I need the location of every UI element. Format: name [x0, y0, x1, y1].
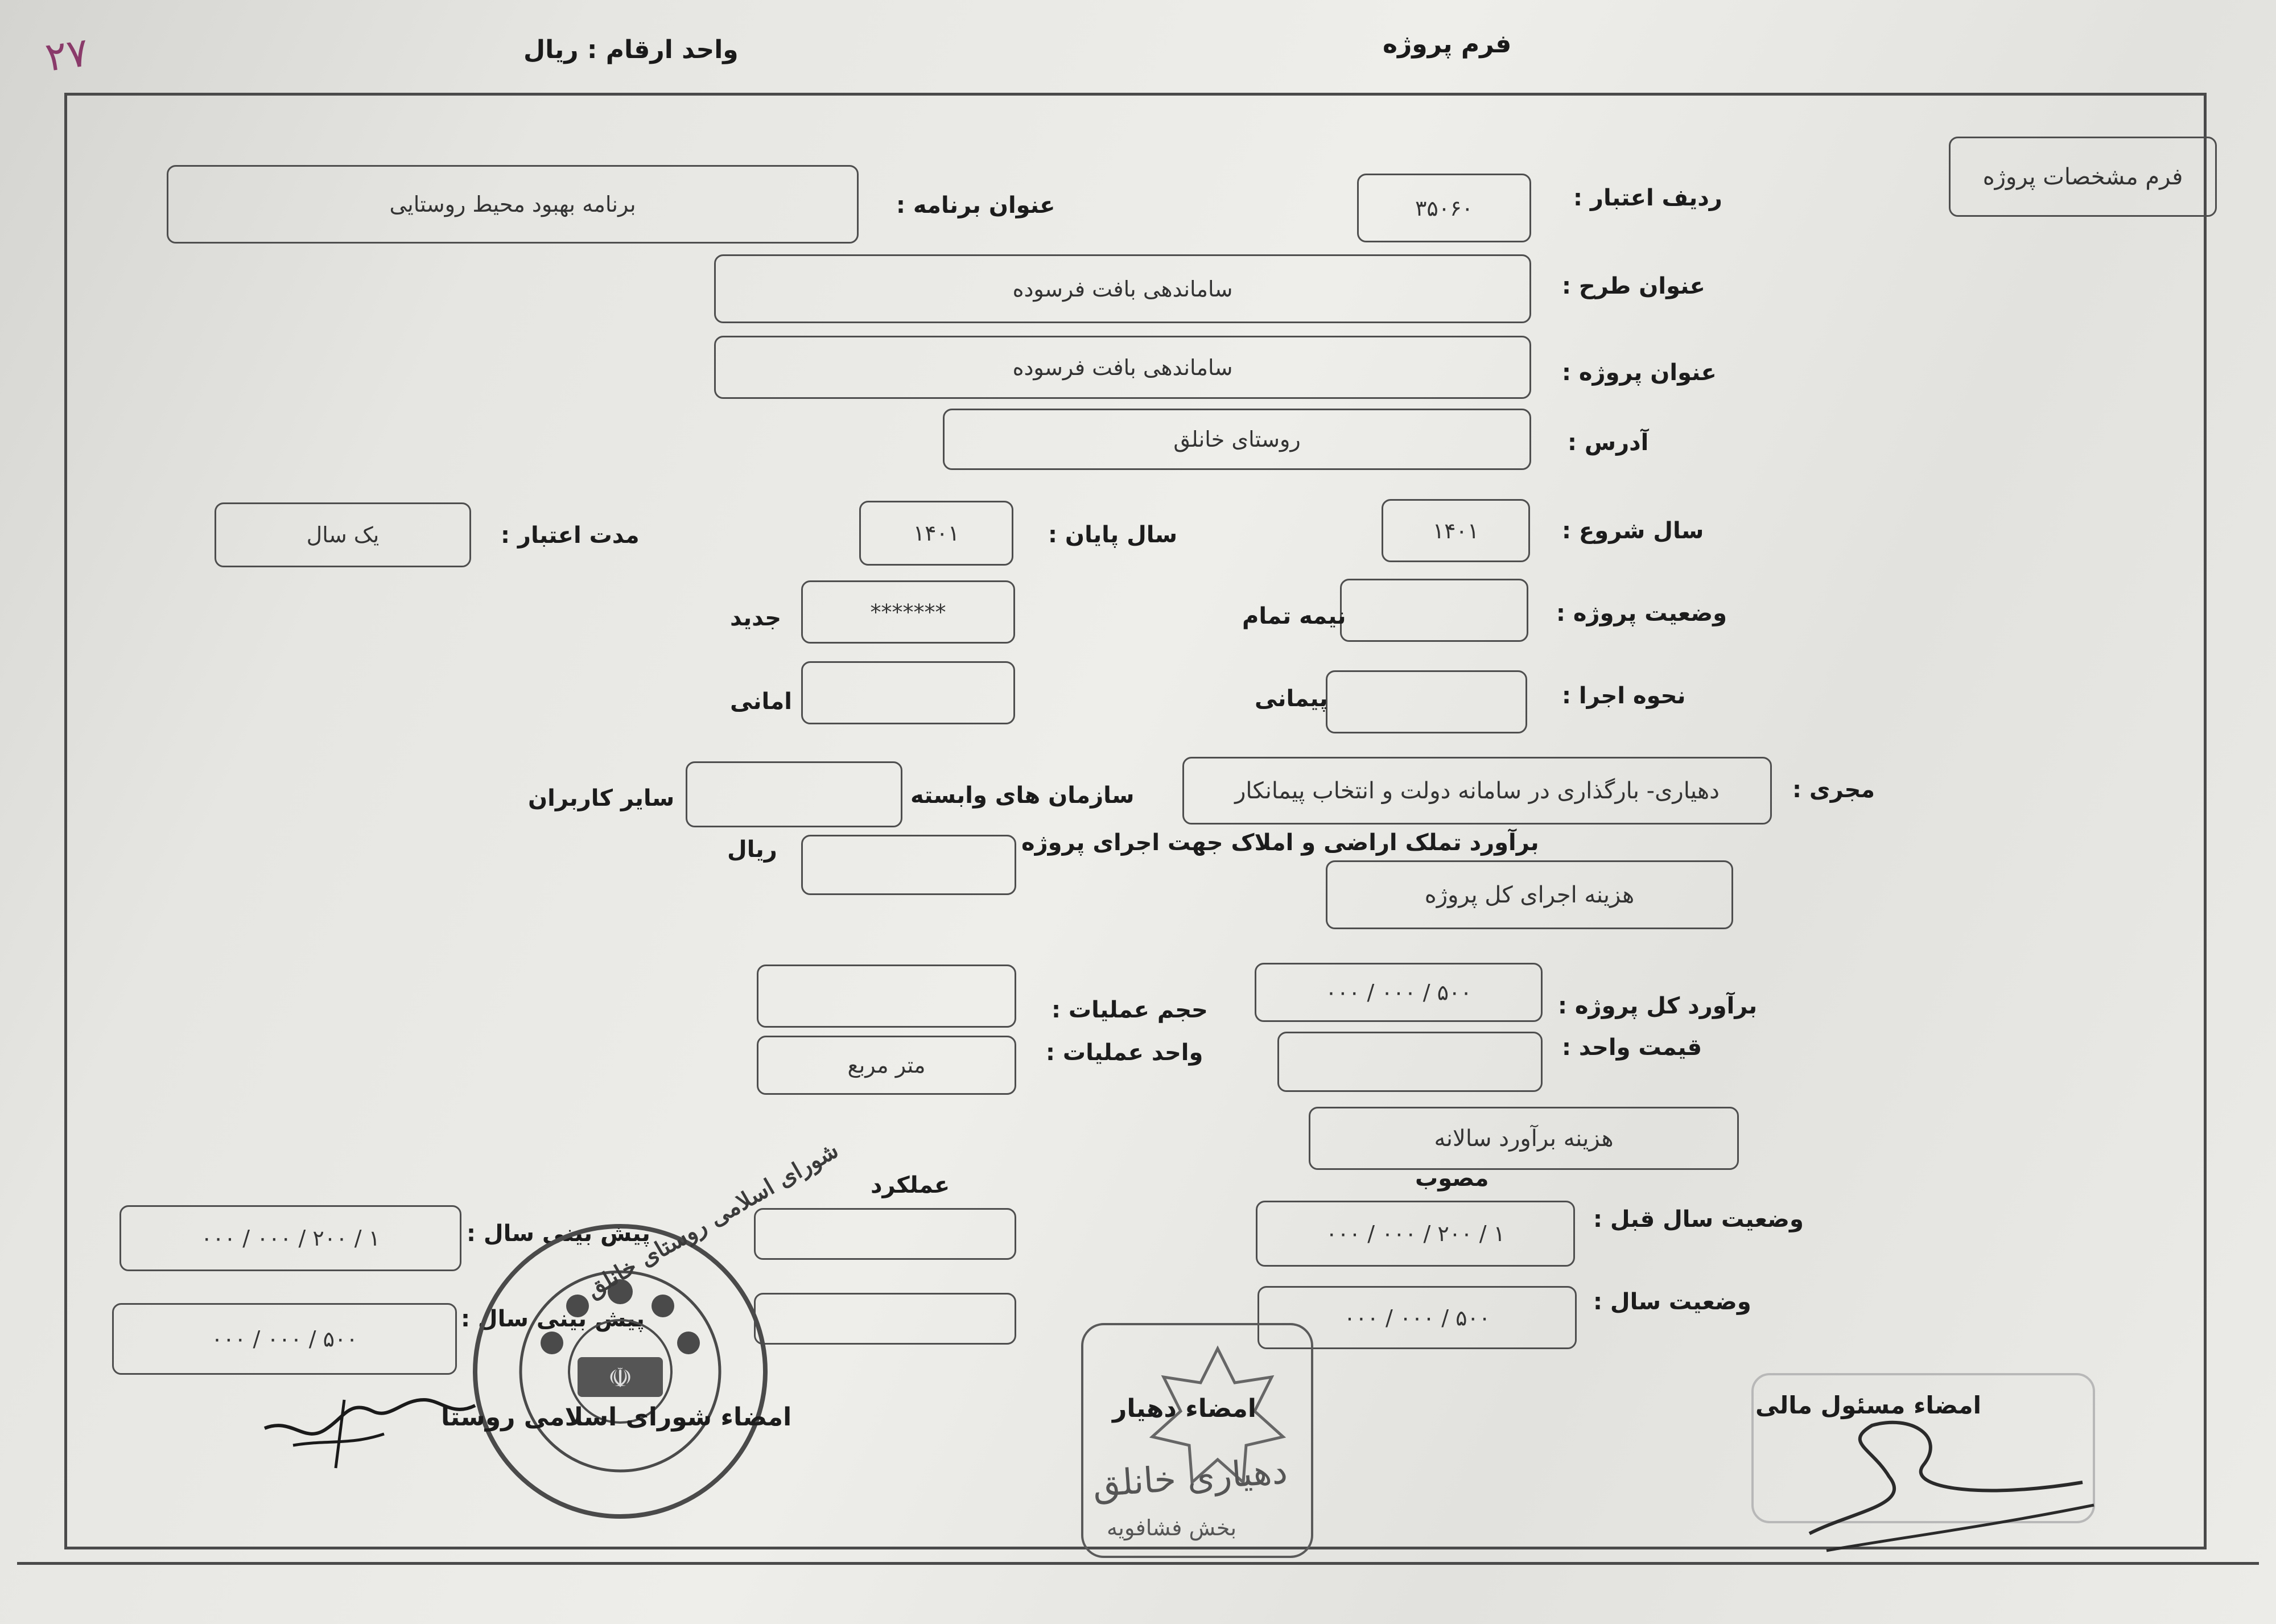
operation-unit-label: واحد عملیات :: [1046, 1040, 1203, 1066]
council-signature: [263, 1398, 476, 1469]
operation-unit-field[interactable]: متر مربع: [757, 1036, 1016, 1095]
form-border: [64, 93, 2207, 1549]
start-year-label: سال شروع :: [1562, 518, 1704, 544]
project-status-label: وضعیت پروژه :: [1556, 600, 1727, 626]
unit-price-field[interactable]: [1277, 1032, 1543, 1092]
dehyar-signature-label: امضاء دهیار: [1112, 1394, 1256, 1423]
approved-column-label: مصوب: [1415, 1165, 1489, 1192]
address-label: آدرس :: [1568, 430, 1649, 456]
prev-year-approved-field[interactable]: ۱ / ۲۰۰ / ۰۰۰ / ۰۰۰: [1256, 1201, 1575, 1267]
rial-label: ریال: [727, 836, 777, 863]
form-badge: فرم مشخصات پروژه: [1949, 137, 2217, 217]
prev-year-performance-field[interactable]: [754, 1208, 1016, 1260]
half-done-label: نیمه تمام: [1242, 603, 1346, 629]
unit-price-label: قیمت واحد :: [1562, 1034, 1702, 1061]
land-estimate-field[interactable]: [801, 835, 1016, 895]
end-year-field[interactable]: ۱۴۰۱: [859, 501, 1013, 566]
page-annotation: ۲۷: [42, 28, 92, 81]
form-title: فرم پروژه: [1383, 30, 1512, 59]
dehyar-stamp-district: بخش فشافویه: [1107, 1515, 1237, 1540]
execution-method-label: نحوه اجرا :: [1562, 683, 1686, 709]
land-estimate-label: برآورد تملک اراضی و املاک جهت اجرای پروژ…: [1021, 830, 1539, 856]
prev-year-status-label: وضعیت سال قبل :: [1593, 1206, 1804, 1233]
forecast-year-field-2[interactable]: ۵۰۰ / ۰۰۰ / ۰۰۰: [112, 1303, 457, 1375]
operation-volume-field[interactable]: [757, 964, 1016, 1028]
unit-label: واحد ارقام : ریال: [523, 35, 739, 64]
finance-officer-signature-label: امضاء مسئول مالی: [1755, 1391, 1981, 1419]
other-users-label: سایر کاربران: [528, 785, 675, 811]
operation-volume-label: حجم عملیات :: [1052, 997, 1208, 1023]
affiliated-orgs-label: سازمان های وابسته: [910, 782, 1135, 809]
council-signature-label: امضاء شورای اسلامی روستا: [441, 1403, 792, 1432]
credit-duration-label: مدت اعتبار :: [501, 522, 640, 549]
year-performance-field[interactable]: [754, 1293, 1016, 1345]
end-year-label: سال پایان :: [1048, 522, 1178, 548]
new-checkbox[interactable]: *******: [801, 580, 1015, 644]
start-year-field[interactable]: ۱۴۰۱: [1382, 499, 1530, 562]
executor-label: مجری :: [1792, 777, 1875, 803]
program-title-field[interactable]: برنامه بهبود محیط روستایی: [167, 165, 859, 244]
total-cost-heading: هزینه اجرای کل پروژه: [1326, 860, 1733, 929]
contract-label: پیمانی: [1255, 686, 1328, 712]
new-label: جدید: [730, 605, 782, 631]
total-estimate-field[interactable]: ۵۰۰ / ۰۰۰ / ۰۰۰: [1255, 963, 1543, 1022]
annual-estimate-heading: هزینه برآورد سالانه: [1309, 1107, 1739, 1170]
finance-officer-signature: [1751, 1373, 2095, 1552]
project-title-field[interactable]: ساماندهی بافت فرسوده: [714, 336, 1531, 399]
total-estimate-label: برآورد کل پروژه :: [1558, 993, 1758, 1019]
credit-duration-field[interactable]: یک سال: [215, 502, 471, 567]
performance-column-label: عملکرد: [871, 1172, 950, 1198]
trust-checkbox[interactable]: [801, 661, 1015, 724]
plan-title-label: عنوان طرح :: [1562, 273, 1705, 299]
dehyar-stamp: [1081, 1323, 1313, 1558]
forecast-year-field[interactable]: ۱ / ۲۰۰ / ۰۰۰ / ۰۰۰: [119, 1205, 461, 1271]
credit-row-field[interactable]: ۳۵۰۶۰: [1357, 174, 1531, 242]
project-title-label: عنوان پروژه :: [1562, 360, 1717, 386]
address-field[interactable]: روستای خانلق: [943, 409, 1531, 470]
program-title-label: عنوان برنامه :: [896, 192, 1055, 219]
affiliated-orgs-field[interactable]: [686, 761, 902, 827]
trust-label: امانی: [730, 689, 792, 715]
dehyar-emblem-icon: [1149, 1345, 1287, 1486]
form-bottom-rule: [17, 1562, 2259, 1565]
executor-field[interactable]: دهیاری- بارگذاری در سامانه دولت و انتخاب…: [1182, 757, 1772, 825]
contract-checkbox[interactable]: [1326, 670, 1527, 733]
plan-title-field[interactable]: ساماندهی بافت فرسوده: [714, 254, 1531, 323]
credit-row-label: ردیف اعتبار :: [1573, 185, 1722, 211]
council-seal: ☫: [473, 1224, 768, 1519]
year-status-label: وضعیت سال :: [1593, 1289, 1751, 1315]
forecast-year-label-2: پیش بینی سال :: [461, 1306, 645, 1332]
svg-text:☫: ☫: [608, 1362, 632, 1394]
half-done-checkbox[interactable]: [1340, 579, 1528, 642]
year-approved-field[interactable]: ۵۰۰ / ۰۰۰ / ۰۰۰: [1257, 1286, 1577, 1349]
